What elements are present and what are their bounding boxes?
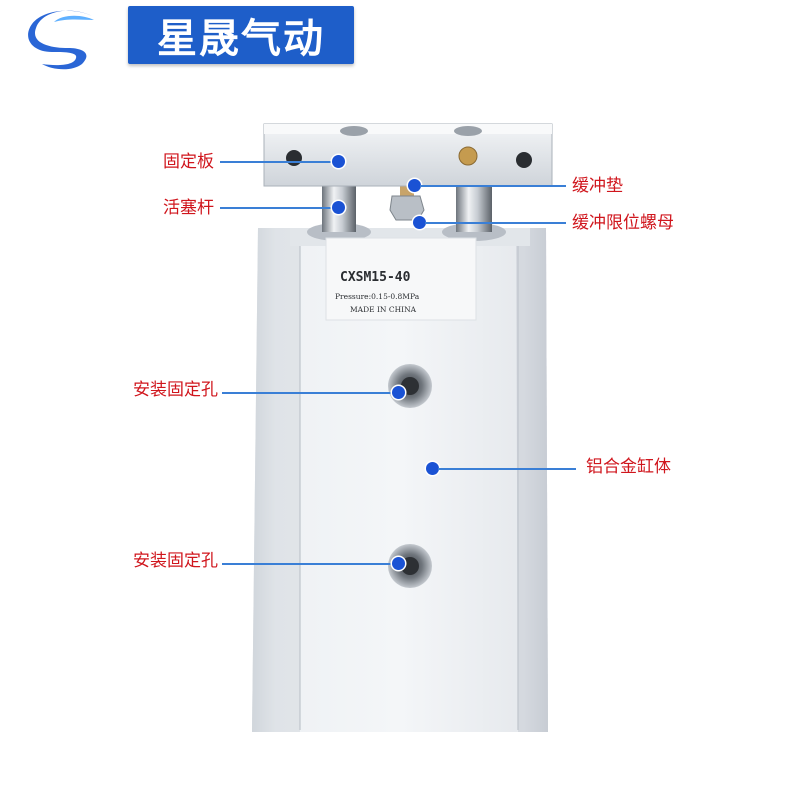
callout-cylinder-body-label: 铝合金缸体 bbox=[586, 457, 671, 477]
callout-buffer-nut-dot bbox=[413, 216, 426, 229]
callout-buffer-pad-line bbox=[420, 185, 566, 187]
brand-name: 星晟气动 bbox=[157, 16, 325, 62]
callout-piston-rod-label: 活塞杆 bbox=[163, 198, 214, 218]
callout-fixed-plate-label: 固定板 bbox=[163, 152, 214, 172]
callout-buffer-pad-label: 缓冲垫 bbox=[572, 176, 623, 196]
callout-mount-hole-upper-dot bbox=[392, 386, 405, 399]
origin-label: MADE IN CHINA bbox=[350, 305, 417, 314]
brand-banner: 星晟气动 bbox=[128, 6, 354, 64]
callout-piston-rod-dot bbox=[332, 201, 345, 214]
callout-mount-hole-upper-line bbox=[222, 392, 398, 394]
callout-piston-rod-line bbox=[220, 207, 338, 209]
pressure-label: Pressure:0.15-0.8MPa bbox=[335, 292, 420, 301]
callout-cylinder-body-dot bbox=[426, 462, 439, 475]
model-label: CXSM15-40 bbox=[340, 270, 411, 285]
callout-fixed-plate-line bbox=[220, 161, 338, 163]
s-swoosh-logo-icon bbox=[28, 10, 94, 70]
callout-mount-hole-lower-line bbox=[222, 563, 398, 565]
callout-buffer-pad-dot bbox=[408, 179, 421, 192]
callout-fixed-plate-dot bbox=[332, 155, 345, 168]
callout-cylinder-body-line bbox=[438, 468, 576, 470]
brand-logo bbox=[22, 8, 114, 72]
callout-mount-hole-upper-label: 安装固定孔 bbox=[133, 380, 218, 400]
callout-mount-hole-lower-label: 安装固定孔 bbox=[133, 551, 218, 571]
callout-buffer-nut-label: 缓冲限位螺母 bbox=[572, 213, 674, 233]
callout-buffer-nut-line bbox=[425, 222, 566, 224]
callout-mount-hole-lower-dot bbox=[392, 557, 405, 570]
